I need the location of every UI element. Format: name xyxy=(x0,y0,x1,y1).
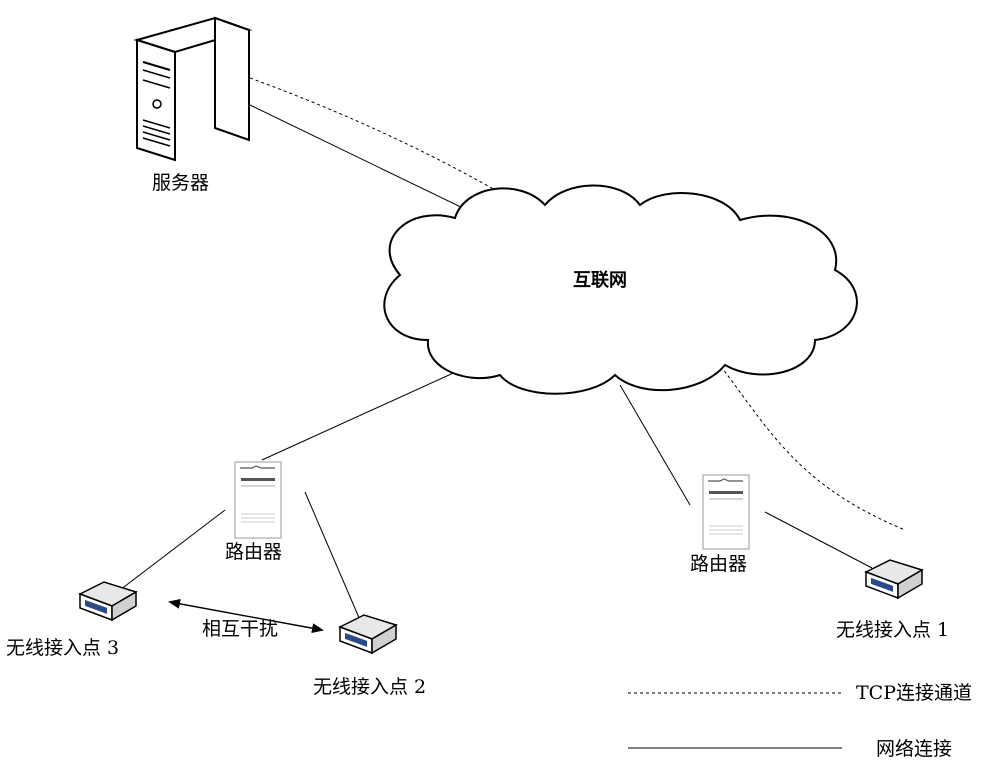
link-router-left-ap2 xyxy=(304,491,361,621)
link-router-right-ap1 xyxy=(764,511,873,569)
server-label: 服务器 xyxy=(152,172,210,194)
link-internet-router-right xyxy=(619,384,691,506)
tcp-connection-path xyxy=(249,77,906,531)
access-point-2-label: 无线接入点 2 xyxy=(313,676,427,698)
router-left-label: 路由器 xyxy=(225,541,283,563)
access-point-3-icon xyxy=(78,581,138,622)
access-point-1-label: 无线接入点 1 xyxy=(836,619,950,641)
interference-arrow xyxy=(168,598,324,634)
internet-label: 互联网 xyxy=(573,270,627,291)
access-point-1-icon xyxy=(864,559,924,600)
router-left-icon xyxy=(234,461,282,539)
access-point-3-label: 无线接入点 3 xyxy=(6,637,120,659)
access-point-2-icon xyxy=(338,614,398,655)
link-router-left-ap3 xyxy=(119,509,226,591)
router-right-icon xyxy=(702,474,750,550)
legend-network-label: 网络连接 xyxy=(876,738,953,760)
legend-tcp-label: TCP连接通道 xyxy=(856,682,972,704)
link-internet-router-left xyxy=(261,369,461,461)
internet-cloud xyxy=(383,184,858,395)
server-icon xyxy=(133,16,253,162)
router-right-label: 路由器 xyxy=(690,553,748,575)
interference-label: 相互干扰 xyxy=(202,618,279,640)
